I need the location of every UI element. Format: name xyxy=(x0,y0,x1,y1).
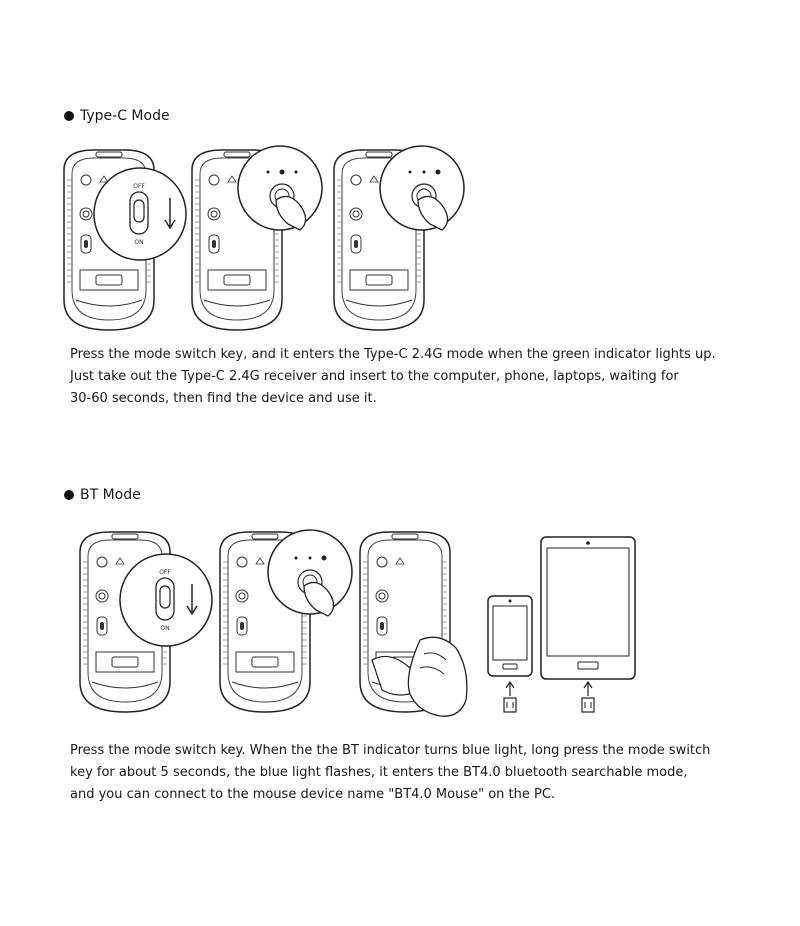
switch-on-label: ON xyxy=(160,625,169,632)
button-zoom-icon xyxy=(267,529,353,615)
switch-off-label: OFF xyxy=(133,183,145,190)
section-title: Type-C Mode xyxy=(80,108,170,124)
finger-icon xyxy=(303,581,335,617)
bullet-icon xyxy=(64,111,74,121)
text-line: Just take out the Type-C 2.4G receiver a… xyxy=(70,369,679,384)
text-line: key for about 5 seconds, the blue light … xyxy=(70,765,688,780)
mouse-illustration-4: OFF ON xyxy=(79,531,213,713)
switch-off-label: OFF xyxy=(159,569,171,576)
mouse-illustration-6 xyxy=(359,531,468,717)
bt-instructions: Press the mode switch key. When the the … xyxy=(70,740,760,806)
mouse-illustration-2 xyxy=(191,145,323,331)
mouse-illustration-3 xyxy=(333,145,465,331)
finger-icon xyxy=(417,195,449,231)
switch-on-label: ON xyxy=(134,239,143,246)
bullet-icon xyxy=(64,490,74,500)
mouse-illustration-1: OFF ON xyxy=(63,149,187,331)
phone-illustration xyxy=(487,595,533,713)
section-heading-typec: Type-C Mode xyxy=(64,108,170,124)
text-line: and you can connect to the mouse device … xyxy=(70,787,556,802)
finger-icon xyxy=(275,195,307,231)
typec-receiver-icon xyxy=(503,697,517,713)
text-line: Press the mode switch key, and it enters… xyxy=(70,347,716,362)
section-heading-bt: BT Mode xyxy=(64,487,141,503)
section-title: BT Mode xyxy=(80,487,141,503)
text-line: 30-60 seconds, then find the device and … xyxy=(70,391,377,406)
hand-icon xyxy=(407,636,468,717)
mouse-illustration-5 xyxy=(219,529,353,713)
typec-instructions: Press the mode switch key, and it enters… xyxy=(70,344,760,410)
tablet-illustration xyxy=(540,536,636,713)
typec-receiver-icon xyxy=(581,697,595,713)
text-line: Press the mode switch key. When the the … xyxy=(70,743,711,758)
